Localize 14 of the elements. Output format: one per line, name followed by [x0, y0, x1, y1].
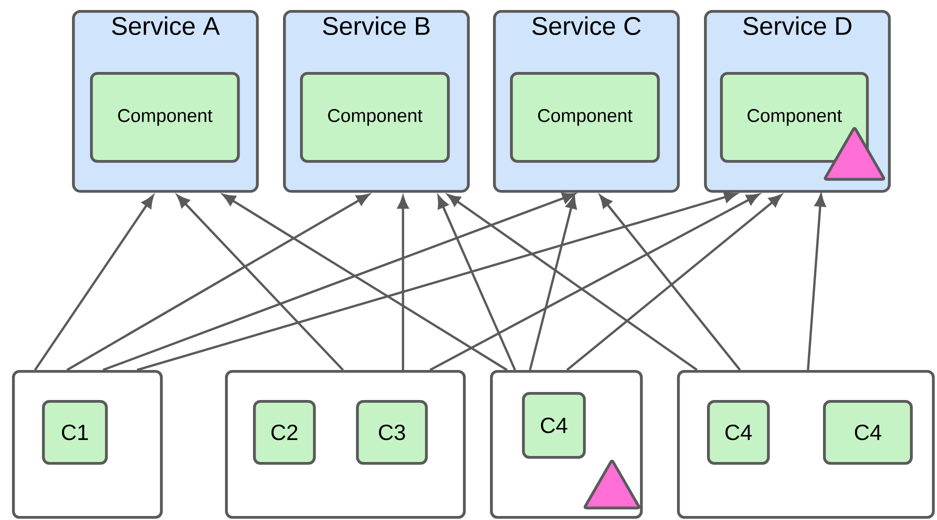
- client-component-box: C4: [707, 400, 770, 465]
- triangle-marker: [584, 460, 640, 510]
- component-box: Component: [90, 72, 240, 163]
- arrow: [34, 195, 154, 371]
- arrow: [806, 194, 826, 370]
- component-box: Component: [300, 72, 450, 163]
- component-box: Component: [510, 72, 660, 163]
- component-box: Component: [720, 72, 869, 163]
- client-component-box: C2: [253, 400, 316, 465]
- client-component-box: C4: [522, 392, 586, 459]
- client-component-box: C1: [42, 400, 108, 465]
- client-component-box: C3: [356, 400, 428, 465]
- client-component-box: C4: [823, 400, 913, 465]
- triangle-marker: [824, 126, 886, 181]
